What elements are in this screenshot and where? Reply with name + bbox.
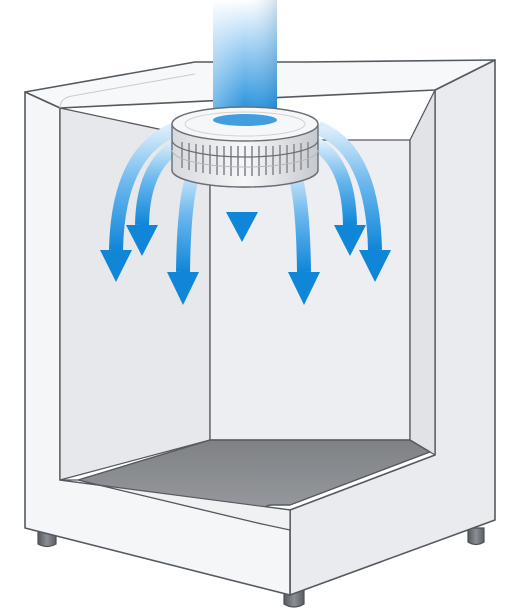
air-duct-icon (213, 0, 277, 122)
foot-back-right (468, 528, 484, 545)
cabinet-inner-right-wall (410, 90, 435, 455)
round-ceiling-diffuser-icon (172, 107, 318, 187)
